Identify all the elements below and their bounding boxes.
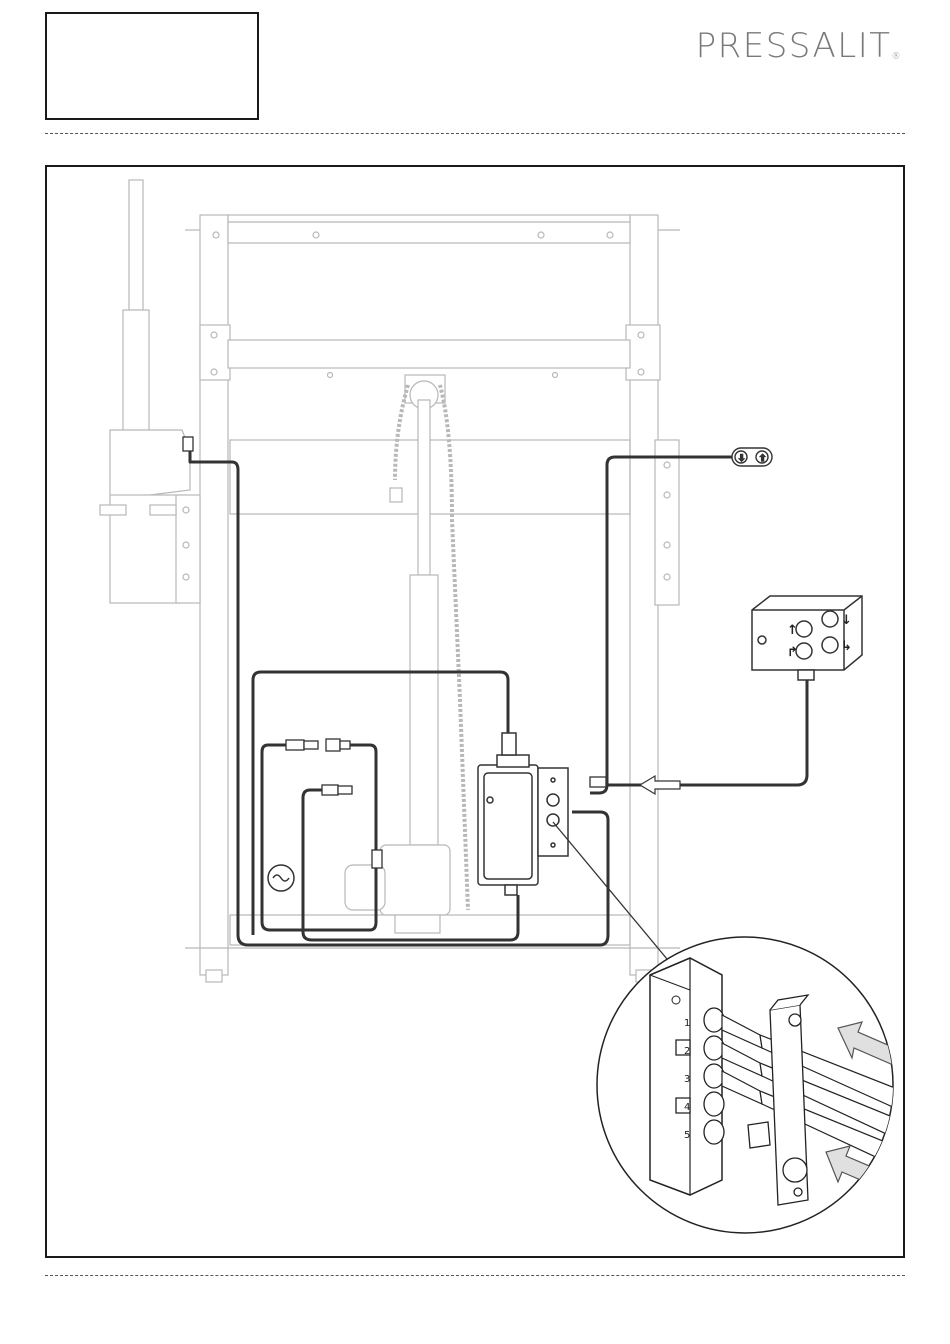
plug-1 [286, 740, 304, 750]
switch-down-label: ↓ [841, 613, 852, 628]
mains-power-symbol [268, 865, 294, 891]
port-number-3: 3 [684, 1074, 690, 1085]
central-lift [390, 375, 468, 910]
plug-2 [326, 739, 340, 751]
port-number-1: 1 [684, 1018, 690, 1029]
switch-up-label: ↑ [787, 623, 798, 638]
central-motor [345, 845, 450, 933]
plug-4 [590, 777, 606, 787]
plug-3 [322, 785, 338, 795]
port-number-2: 2 [684, 1046, 690, 1057]
port-number-5: 5 [684, 1130, 690, 1141]
switch-tilt-a-label: ↱ [787, 645, 798, 660]
middle-beam [228, 340, 630, 368]
port-detail-zoom: 1 2 3 4 5 [597, 937, 904, 1233]
switch-box [752, 596, 862, 680]
handset-down-glyph: ⇩ [738, 454, 746, 464]
top-beam [228, 215, 630, 243]
handset: ⇩ ⇧ [732, 448, 772, 466]
control-box [478, 733, 568, 895]
left-actuator [100, 180, 200, 603]
port-number-4: 4 [684, 1102, 690, 1113]
switch-tilt-b-label: ↳ [841, 639, 852, 654]
handset-up-glyph: ⇧ [759, 454, 767, 464]
